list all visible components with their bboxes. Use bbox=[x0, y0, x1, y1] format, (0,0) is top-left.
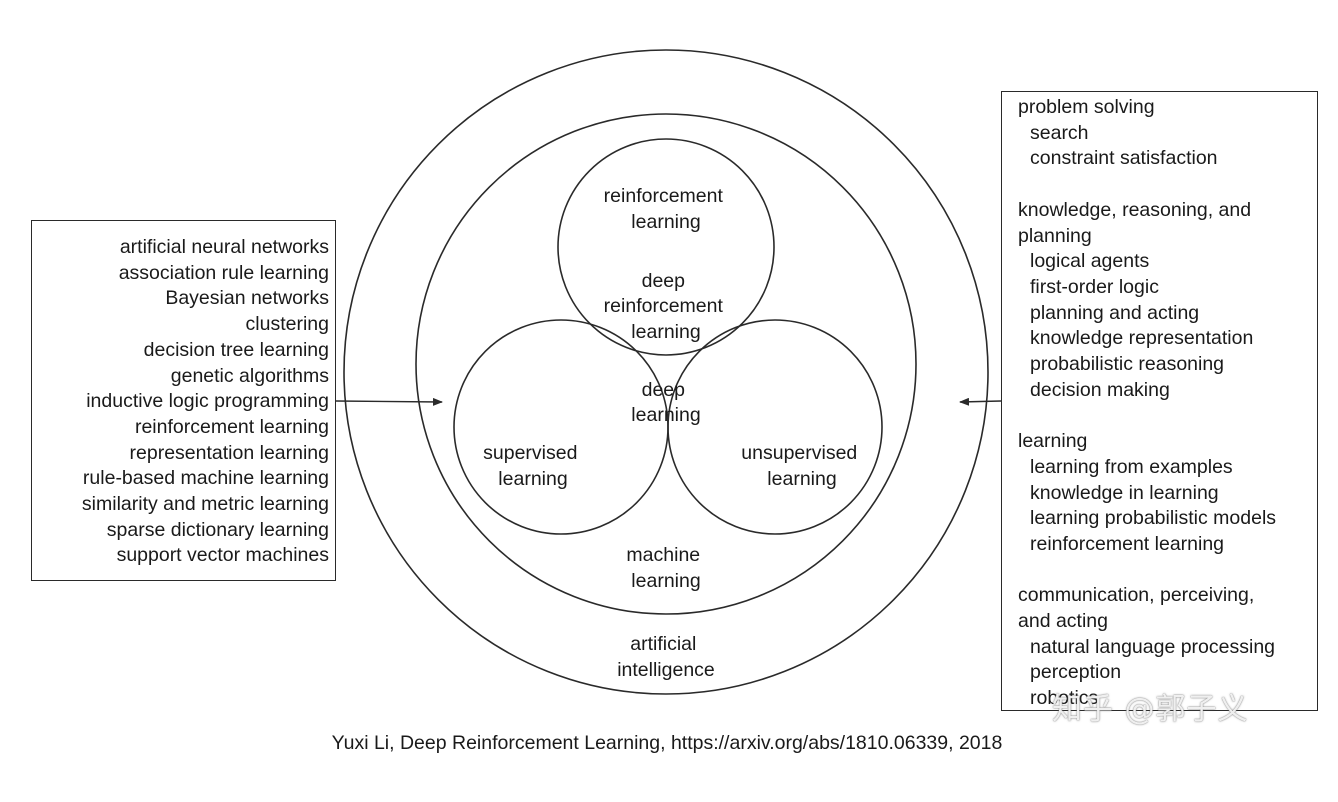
watermark: 知乎 @郭子义 bbox=[1052, 692, 1249, 727]
group-heading: and acting bbox=[1018, 610, 1108, 633]
reinforcement-learning-circle bbox=[557, 138, 775, 356]
group-heading: planning bbox=[1018, 224, 1092, 247]
list-item: genetic algorithms bbox=[170, 364, 329, 387]
list-item: learning from examples bbox=[1030, 455, 1233, 478]
list-item: representation learning bbox=[129, 441, 329, 464]
label-unsupervised-learning: unsupervised learning bbox=[741, 442, 862, 490]
list-item: inductive logic programming bbox=[86, 390, 329, 413]
list-item: robotics bbox=[1030, 687, 1099, 710]
list-item: association rule learning bbox=[118, 261, 329, 284]
list-item: Bayesian networks bbox=[165, 287, 329, 310]
group-heading: knowledge, reasoning, and bbox=[1018, 198, 1252, 221]
list-item: constraint satisfaction bbox=[1030, 147, 1218, 170]
list-item: knowledge in learning bbox=[1030, 481, 1219, 504]
list-item: logical agents bbox=[1030, 250, 1150, 273]
list-item: clustering bbox=[245, 313, 329, 336]
citation-caption: Yuxi Li, Deep Reinforcement Learning, ht… bbox=[331, 732, 1003, 754]
label-deep-reinforcement-learning: deep reinforcement learning bbox=[604, 270, 729, 343]
list-item: knowledge representation bbox=[1030, 327, 1254, 350]
label-reinforcement-learning: reinforcement learning bbox=[604, 185, 729, 233]
list-item: planning and acting bbox=[1030, 301, 1200, 324]
list-item: probabilistic reasoning bbox=[1030, 353, 1225, 376]
label-machine-learning: machine learning bbox=[626, 544, 705, 592]
topic-group-problem-solving: problem solving search constraint satisf… bbox=[1018, 95, 1317, 172]
list-item: artificial neural networks bbox=[119, 236, 329, 258]
list-item: search bbox=[1030, 121, 1089, 144]
list-item: decision tree learning bbox=[143, 338, 329, 361]
list-item: similarity and metric learning bbox=[81, 493, 329, 516]
machine-learning-circle bbox=[415, 113, 917, 615]
label-supervised-learning: supervised learning bbox=[483, 442, 583, 490]
ai-topics-box: problem solving search constraint satisf… bbox=[1001, 91, 1318, 711]
list-item: reinforcement learning bbox=[134, 415, 329, 438]
left-arrow bbox=[335, 397, 443, 406]
list-item: first-order logic bbox=[1030, 275, 1159, 298]
list-item: support vector machines bbox=[116, 544, 329, 567]
list-item: learning probabilistic models bbox=[1030, 507, 1277, 530]
group-heading: problem solving bbox=[1018, 96, 1155, 118]
group-heading: learning bbox=[1018, 430, 1088, 453]
list-item: reinforcement learning bbox=[1030, 532, 1225, 555]
unsupervised-learning-circle bbox=[667, 319, 883, 535]
label-deep-learning: deep learning bbox=[631, 379, 700, 426]
list-item: natural language processing bbox=[1030, 635, 1276, 658]
list-item: rule-based machine learning bbox=[82, 467, 329, 490]
topic-group-learning: learning learning from examples knowledg… bbox=[1018, 429, 1317, 558]
group-heading: communication, perceiving, bbox=[1018, 584, 1255, 607]
topic-group-knowledge: knowledge, reasoning, and planning logic… bbox=[1018, 198, 1317, 404]
list-item: decision making bbox=[1030, 378, 1170, 401]
label-artificial-intelligence: artificial intelligence bbox=[617, 633, 715, 681]
right-arrow bbox=[959, 397, 1002, 406]
artificial-intelligence-circle bbox=[343, 49, 989, 695]
list-item: perception bbox=[1030, 661, 1122, 684]
list-item: sparse dictionary learning bbox=[106, 518, 329, 541]
ml-methods-box: artificial neural networks association r… bbox=[31, 220, 336, 581]
topic-group-communication: communication, perceiving, and acting na… bbox=[1018, 583, 1317, 712]
supervised-learning-circle bbox=[453, 319, 669, 535]
ml-methods-list: artificial neural networks association r… bbox=[32, 235, 329, 569]
